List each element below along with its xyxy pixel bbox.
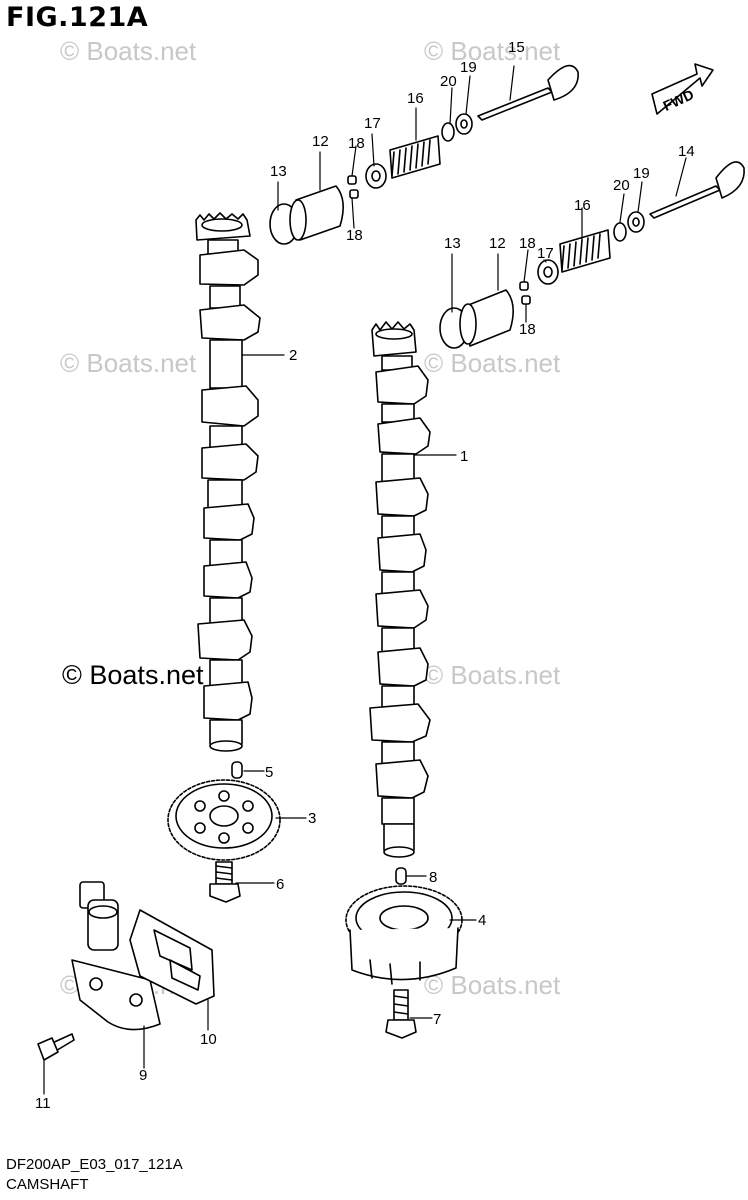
callout-label: 18 [346,227,363,244]
callout-label: 12 [489,235,506,252]
figure-title: FIG.121A [6,2,149,33]
callout-label: 15 [508,39,525,56]
callout-label: 6 [276,876,284,893]
bolt-7 [385,989,417,1039]
bolt-11 [37,1033,75,1061]
pin-8 [395,867,407,885]
callout-label: 11 [35,1095,51,1112]
watermark: © Boats.net [424,660,561,690]
watermark: © Boats.net [60,348,197,378]
watermark: © Boats.net [424,36,561,66]
callout-label: 17 [537,245,554,262]
callout-label: 14 [678,143,695,160]
callout-label: 16 [574,197,591,214]
watermark: © Boats.net [424,970,561,1000]
sprocket-4 [345,885,463,985]
spring-16-lower [559,229,611,273]
retainer-17-lower [537,259,559,285]
callout-label: 20 [613,177,630,194]
pin-5 [231,761,243,779]
seat-19 [455,113,473,135]
leader-lines [43,65,687,1095]
callout-label: 5 [265,764,273,781]
seal-20 [441,122,455,142]
valve-14 [649,185,721,219]
retainer-17 [365,163,387,189]
callout-label: 18 [519,321,536,338]
callout-label: 7 [433,1011,441,1028]
watermark: © Boats.net [424,348,561,378]
callout-label: 13 [270,163,287,180]
camshaft-right [369,321,431,858]
callout-label: 19 [633,165,650,182]
watermark-solid: © Boats.net [62,660,204,690]
fwd-arrow-icon: FWD [651,63,714,115]
oil-control-valve-9 [71,881,161,1031]
callout-label: 8 [429,869,437,886]
callout-label: 9 [139,1067,147,1084]
figure-name: CAMSHAFT [6,1176,89,1193]
valve-assembly-upper [269,64,579,245]
tappet-12 [295,185,344,241]
callout-label: 17 [364,115,381,132]
callout-label: 18 [348,135,365,152]
callout-label: 4 [478,912,486,929]
bolt-6 [209,861,241,903]
callout-label: 16 [407,90,424,107]
gasket-10 [129,909,215,1005]
camshaft-left [195,212,261,752]
callout-label: 10 [200,1031,217,1048]
sprocket-3 [167,779,281,861]
figure-code: DF200AP_E03_017_121A [6,1156,183,1173]
callout-label: 3 [308,810,316,827]
callout-label: 2 [289,347,297,364]
callout-label: 1 [460,448,468,465]
callout-label: 20 [440,73,457,90]
tappet-12-lower [465,289,514,347]
seat-19-lower [627,211,645,233]
valve-15 [477,87,553,121]
callout-label: 12 [312,133,329,150]
valve-assembly-lower [439,161,745,349]
callout-label: 13 [444,235,461,252]
spring-16 [389,135,441,179]
callout-labels: 2 1 3 4 5 6 7 8 9 10 11 12 12 13 13 14 1… [35,39,695,1112]
callout-label: 19 [460,59,477,76]
watermark: © Boats.net [60,36,197,66]
seal-20-lower [613,222,627,242]
callout-label: 18 [519,235,536,252]
